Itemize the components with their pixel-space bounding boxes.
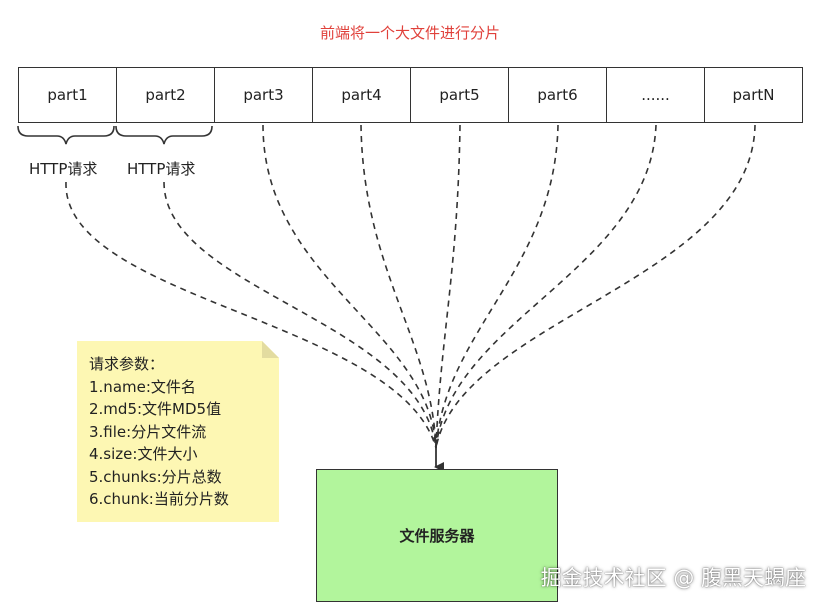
file-parts-row: part1 part2 part3 part4 part5 part6 ....… — [18, 67, 803, 123]
diagram-title: 前端将一个大文件进行分片 — [319, 24, 500, 42]
file-server-label: 文件服务器 — [399, 527, 475, 545]
part-cell-1: part1 — [19, 68, 117, 122]
request-params-list: 请求参数： 1.name:文件名 2.md5:文件MD5值 3.file:分片文… — [89, 353, 229, 511]
part-cell-n: partN — [732, 86, 775, 104]
dashed-line-part3 — [262, 124, 437, 449]
brace-part1 — [17, 125, 115, 145]
file-server-box: 文件服务器 — [316, 469, 558, 602]
note-heading: 请求参数： — [89, 355, 165, 373]
note-line-md5: 2.md5:文件MD5值 — [89, 400, 222, 418]
dashed-line-part2 — [163, 181, 437, 449]
note-line-size: 4.size:文件大小 — [89, 445, 198, 463]
note-line-chunk: 6.chunk:当前分片数 — [89, 490, 229, 508]
dashed-line-part4 — [360, 124, 437, 449]
part-cell-ellipsis: ...... — [607, 68, 705, 122]
dashed-line-part6 — [435, 124, 559, 449]
brace-part2 — [115, 125, 213, 145]
part-cell-6: part6 — [509, 68, 607, 122]
dashed-line-partN — [435, 124, 756, 449]
part-cell-5: part5 — [411, 68, 509, 122]
http-request-label-2: HTTP请求 — [127, 160, 196, 178]
note-line-name: 1.name:文件名 — [89, 377, 196, 396]
part-cell-3: part3 — [215, 68, 313, 122]
note-line-file: 3.file:分片文件流 — [89, 422, 207, 441]
part-cell-2: part2 — [117, 68, 215, 122]
dashed-line-part1 — [65, 181, 437, 449]
note-line-chunks: 5.chunks:分片总数 — [89, 467, 222, 486]
dashed-line-ellipsis — [435, 124, 657, 449]
request-params-note — [77, 341, 279, 522]
part-cell-4: part4 — [313, 68, 411, 122]
dashed-line-part5 — [435, 124, 461, 449]
http-request-label-1: HTTP请求 — [29, 160, 98, 178]
watermark: 掘金技术社区 @ 腹黑天蝎座 — [540, 566, 806, 590]
